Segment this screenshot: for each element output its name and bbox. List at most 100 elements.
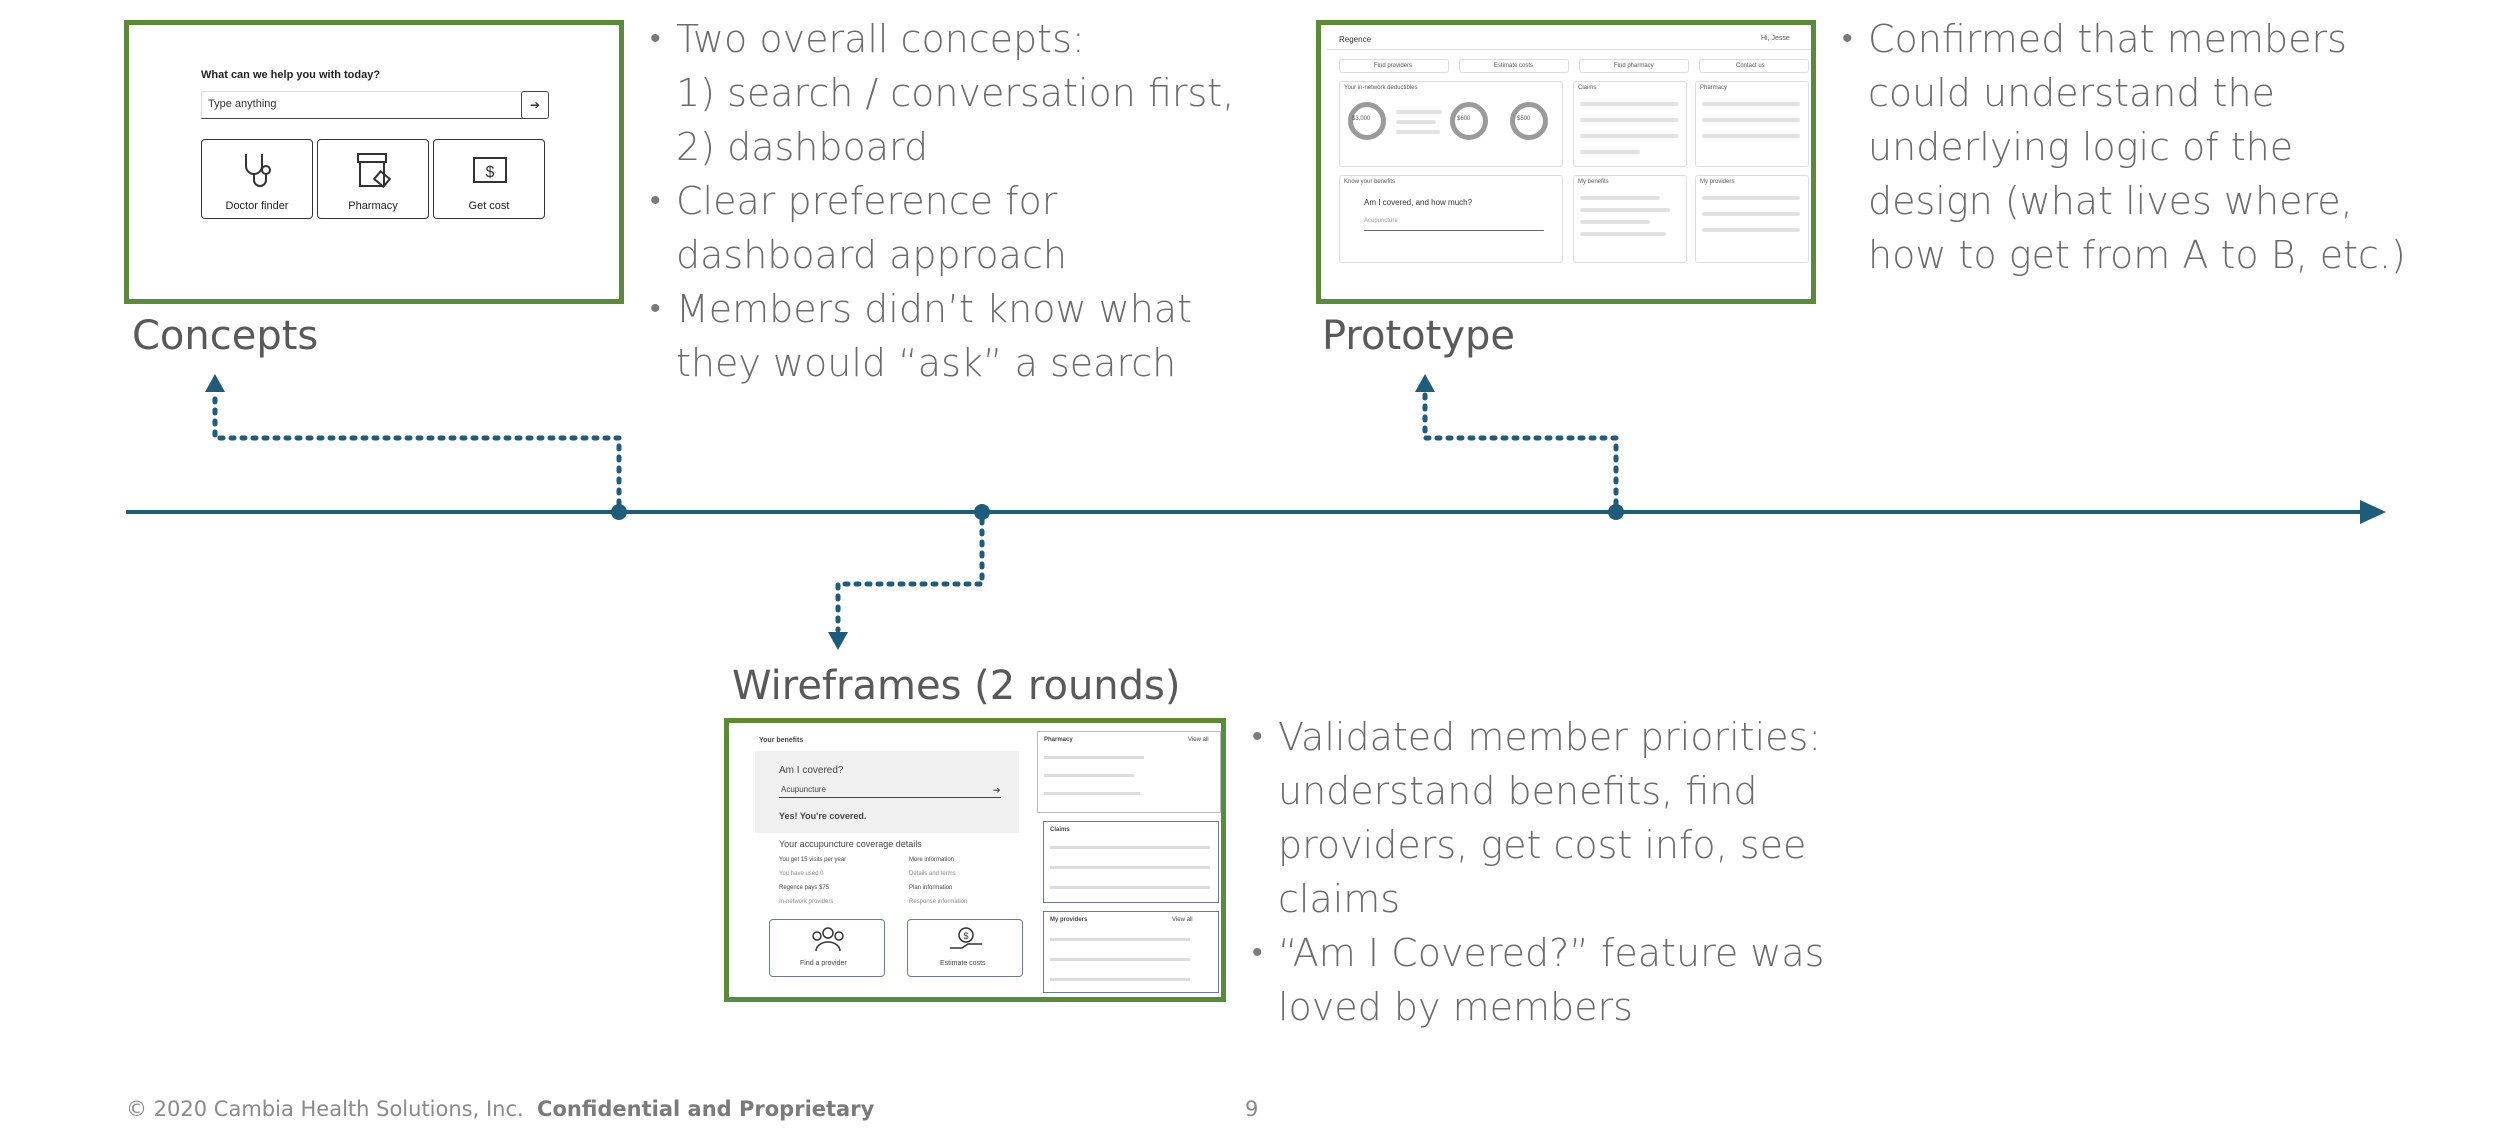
bullet-text: loved by members <box>1278 985 1633 1029</box>
concepts-bullets: Two overall concepts: 1) search / conver… <box>650 12 1234 390</box>
placeholder-line <box>1702 102 1800 106</box>
placeholder-line <box>1580 150 1640 154</box>
placeholder-line <box>1702 212 1800 216</box>
prototype-thumbnail: Regence Hi, Jesse Find providers Estimat… <box>1316 20 1816 304</box>
action-find-providers: Find providers <box>1339 59 1449 73</box>
my-providers-panel: My providers <box>1695 175 1809 263</box>
placeholder-line <box>1702 196 1800 200</box>
placeholder-line <box>1580 196 1660 200</box>
coverage-detail: Regence pays $75 <box>779 885 830 891</box>
panel-title: My providers <box>1700 179 1735 185</box>
timeline-node-wireframes <box>974 504 990 520</box>
deductibles-panel: Your in-network deductibles $3,000 $600 … <box>1339 81 1563 167</box>
panel-title: My benefits <box>1578 179 1609 185</box>
prototype-caption: Prototype <box>1322 313 1515 359</box>
bullet-text: dashboard approach <box>676 233 1067 277</box>
placeholder-line <box>1050 866 1210 869</box>
pharmacy-card: Pharmacy <box>317 139 429 219</box>
connector-wireframes-arrow <box>828 632 848 650</box>
input-underline <box>779 797 1001 798</box>
placeholder-line <box>1396 130 1440 134</box>
coverage-detail: In-network providers <box>779 899 834 905</box>
concepts-bullet-3: Members didn’t know what they would “ask… <box>650 282 1234 390</box>
panel-title: Claims <box>1050 827 1070 833</box>
connector-prototype-arrow <box>1415 374 1435 392</box>
page-number: 9 <box>1245 1097 1259 1121</box>
concepts-search-input: Type anything <box>201 91 545 119</box>
section-title: Your benefits <box>759 737 804 744</box>
view-all-link: View all <box>1188 737 1209 743</box>
connector-concepts <box>212 389 622 507</box>
bullet-text: they would “ask” a search <box>676 341 1177 385</box>
input-underline <box>1364 230 1544 231</box>
bullet-text: understand benefits, find <box>1278 769 1758 813</box>
placeholder-line <box>1580 232 1666 236</box>
connector-wireframes <box>835 517 985 633</box>
prototype-bullet-1: Confirmed that members could understand … <box>1842 12 2406 282</box>
view-all-link: View all <box>1172 917 1193 923</box>
benefits-panel: Know your benefits Am I covered, and how… <box>1339 175 1563 263</box>
placeholder-line <box>1580 118 1678 122</box>
bullet-text: claims <box>1278 877 1401 921</box>
my-benefits-panel: My benefits <box>1573 175 1687 263</box>
wf-pharmacy-panel: Pharmacy View all <box>1037 731 1221 813</box>
bullet-text: “Am I Covered?” feature was <box>1278 931 1825 975</box>
placeholder-line <box>1050 886 1210 889</box>
wf-claims-panel: Claims <box>1043 821 1219 903</box>
panel-title: Pharmacy <box>1700 85 1728 91</box>
placeholder-line <box>1044 756 1144 759</box>
arrow-right-icon: ➔ <box>521 91 549 119</box>
wireframes-bullet-1: Validated member priorities: understand … <box>1252 710 1824 926</box>
coverage-detail: You get 15 visits per year <box>779 857 847 863</box>
estimate-costs-card: $ Estimate costs <box>907 919 1023 977</box>
find-provider-label: Find a provider <box>800 960 847 967</box>
coverage-detail: Details and terms <box>909 871 956 877</box>
ring-chart <box>1450 102 1488 140</box>
placeholder-line <box>1396 120 1436 124</box>
wireframes-bullets: Validated member priorities: understand … <box>1252 710 1824 1034</box>
pharmacy-icon <box>357 153 392 189</box>
covered-search-input: Acupuncture <box>781 785 826 794</box>
connector-prototype <box>1422 389 1619 507</box>
stethoscope-icon <box>245 154 271 187</box>
prototype-bullets: Confirmed that members could understand … <box>1842 12 2406 282</box>
placeholder-line <box>1050 846 1210 849</box>
bullet-text: underlying logic of the <box>1868 125 2294 169</box>
placeholder-line <box>1050 978 1190 981</box>
placeholder-line <box>1702 228 1800 232</box>
panel-title: My providers <box>1050 917 1088 923</box>
bullet-text: Two overall concepts: <box>676 17 1085 61</box>
placeholder-line <box>1580 134 1678 138</box>
pharmacy-label: Pharmacy <box>348 200 398 212</box>
panel-title: Your in-network deductibles <box>1344 85 1418 91</box>
connector-concepts-arrow <box>205 374 225 392</box>
action-contact-us: Contact us <box>1699 59 1809 73</box>
placeholder-line <box>1396 110 1442 114</box>
header-divider <box>1327 49 1811 50</box>
claims-panel: Claims <box>1573 81 1687 167</box>
placeholder-line <box>1702 118 1800 122</box>
copyright-text: © 2020 Cambia Health Solutions, Inc. <box>126 1097 524 1121</box>
find-provider-card: Find a provider <box>769 919 885 977</box>
people-icon <box>812 927 844 952</box>
user-menu: Hi, Jesse <box>1761 35 1790 42</box>
ring-chart <box>1510 102 1548 140</box>
dollar-icon: $ <box>473 157 507 183</box>
svg-text:$: $ <box>963 931 968 941</box>
wireframes-bullet-2: “Am I Covered?” feature was loved by mem… <box>1252 926 1824 1034</box>
bullet-text: Members didn’t know what <box>676 287 1192 331</box>
placeholder-line <box>1044 792 1140 795</box>
action-label: Find providers <box>1374 63 1413 69</box>
placeholder-line <box>1702 134 1800 138</box>
bullet-text: providers, get cost info, see <box>1278 823 1807 867</box>
panel-title: Know your benefits <box>1344 179 1396 185</box>
wireframes-thumbnail: Your benefits Am I covered? Acupuncture … <box>724 718 1226 1002</box>
concepts-thumbnail: What can we help you with today? Type an… <box>124 20 624 304</box>
panel-title: Claims <box>1578 85 1597 91</box>
am-i-covered-question: Am I covered, and how much? <box>1364 198 1473 207</box>
action-label: Contact us <box>1736 63 1765 69</box>
am-i-covered-question: Am I covered? <box>779 765 844 776</box>
covered-answer: Yes! You're covered. <box>779 811 867 821</box>
ring-value: $3,000 <box>1352 116 1371 122</box>
